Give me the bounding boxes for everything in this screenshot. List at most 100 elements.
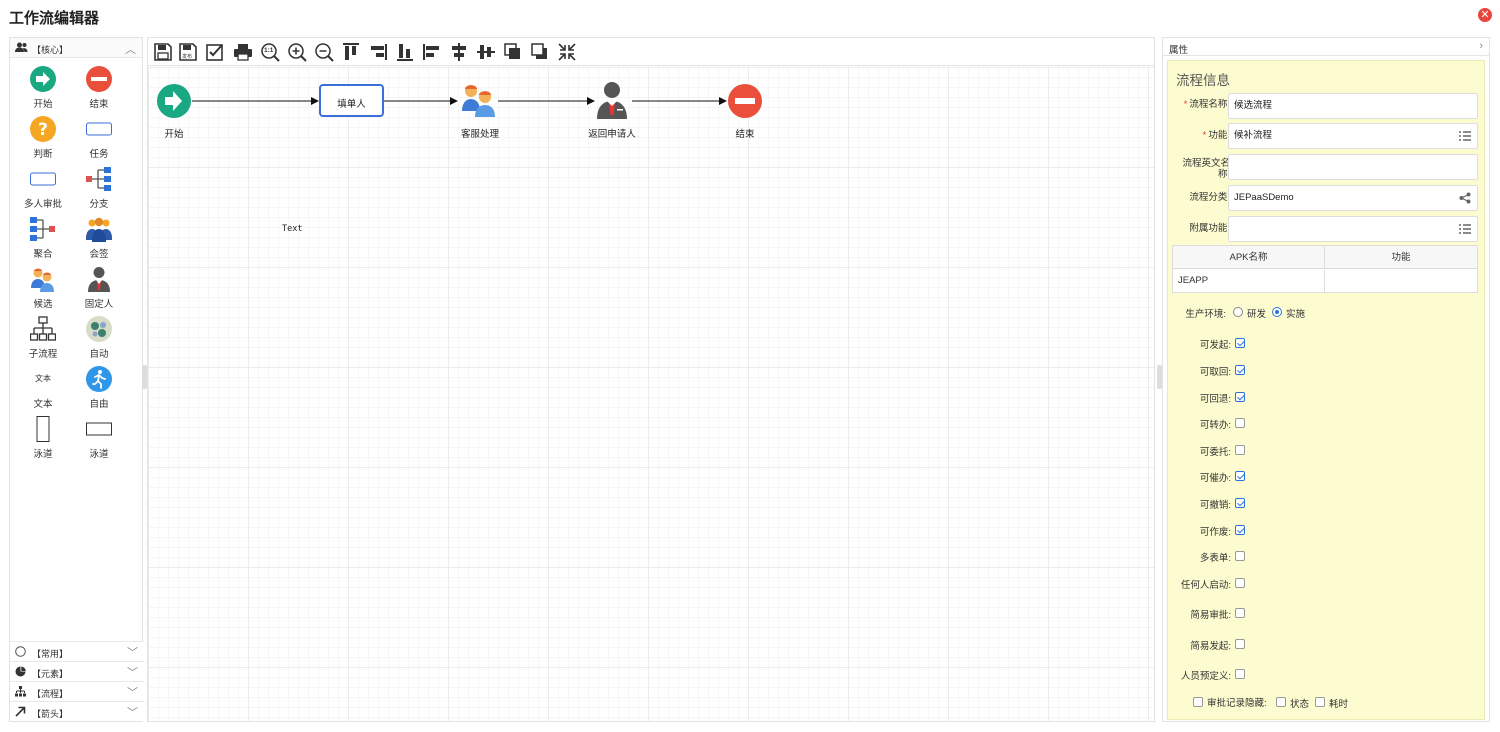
save-icon[interactable] bbox=[153, 42, 173, 62]
hide-record-checkbox[interactable] bbox=[1193, 697, 1203, 707]
check-box[interactable] bbox=[1235, 471, 1245, 481]
apk-cell-name[interactable]: JEAPP bbox=[1173, 270, 1325, 292]
send-back-icon[interactable] bbox=[530, 42, 550, 62]
align-top-icon[interactable] bbox=[341, 42, 361, 62]
chevron-up-icon[interactable]: ︿ bbox=[125, 44, 136, 56]
field-label-en-name: 流程英文名称: bbox=[1182, 158, 1230, 180]
node-return-label: 返回申请人 bbox=[588, 129, 636, 140]
check-box[interactable] bbox=[1235, 551, 1245, 561]
category-input[interactable]: JEPaaSDemo bbox=[1228, 185, 1478, 211]
left-collapse-handle[interactable] bbox=[142, 365, 147, 389]
apk-col-function[interactable]: 功能 bbox=[1325, 246, 1477, 269]
env-radio-dev[interactable] bbox=[1233, 307, 1243, 317]
chevron-down-icon[interactable]: ﹀ bbox=[127, 667, 138, 679]
palette-item-swimlane-vertical[interactable]: 泳道 bbox=[15, 410, 71, 460]
env-option-dev[interactable]: 研发 bbox=[1247, 309, 1267, 320]
node-service[interactable] bbox=[462, 85, 495, 117]
check-edit-icon[interactable] bbox=[205, 42, 225, 62]
palette-item-countersign[interactable]: 会签 bbox=[71, 210, 127, 260]
compress-icon[interactable] bbox=[557, 42, 577, 62]
flow-name-input[interactable]: 候选流程 bbox=[1228, 93, 1478, 119]
close-icon[interactable]: ✕ bbox=[1478, 8, 1492, 22]
palette-item-text[interactable]: 文本 文本 bbox=[15, 360, 71, 410]
check-box[interactable] bbox=[1235, 669, 1245, 679]
check-box[interactable] bbox=[1235, 608, 1245, 618]
palette-item-judge[interactable]: ? 判断 bbox=[15, 110, 71, 160]
env-radio-impl[interactable] bbox=[1272, 307, 1282, 317]
hide-status-checkbox[interactable] bbox=[1276, 697, 1286, 707]
align-center-vertical-icon[interactable] bbox=[476, 42, 496, 62]
check-label: 可委托: bbox=[1199, 447, 1231, 458]
check-box[interactable] bbox=[1235, 578, 1245, 588]
apk-cell-function[interactable] bbox=[1325, 270, 1477, 292]
palette-core-header[interactable]: 【核心】 ︿ bbox=[10, 38, 142, 58]
chevron-right-icon[interactable]: › bbox=[1479, 40, 1483, 52]
palette-group-elements[interactable]: 【元素】 ﹀ bbox=[10, 661, 144, 681]
align-center-horizontal-icon[interactable] bbox=[449, 42, 469, 62]
zoom-actual-button[interactable]: 1:1 bbox=[260, 42, 280, 62]
check-box[interactable] bbox=[1235, 392, 1245, 402]
list-icon[interactable] bbox=[1459, 130, 1471, 142]
share-icon[interactable] bbox=[1459, 192, 1471, 204]
check-box[interactable] bbox=[1235, 338, 1245, 348]
zoom-in-icon[interactable] bbox=[287, 42, 307, 62]
print-icon[interactable] bbox=[233, 42, 253, 62]
en-name-input[interactable] bbox=[1228, 154, 1478, 180]
diagram-grid[interactable]: 填单人 开始 客服处理 返回申请人 结束 Text bbox=[148, 67, 1154, 721]
save-publish-button[interactable]: 发布 bbox=[178, 42, 198, 62]
check-label: 简易审批: bbox=[1190, 610, 1231, 621]
palette-group-common[interactable]: 【常用】 ﹀ bbox=[10, 641, 144, 661]
check-box[interactable] bbox=[1235, 639, 1245, 649]
palette-group-label: 【元素】 bbox=[32, 669, 69, 679]
function-input[interactable]: 候补流程 bbox=[1228, 123, 1478, 149]
right-collapse-handle[interactable] bbox=[1157, 365, 1162, 389]
node-task-fill[interactable] bbox=[319, 84, 384, 117]
palette-item-auto[interactable]: 自动 bbox=[71, 310, 127, 360]
list-icon[interactable] bbox=[1459, 223, 1471, 235]
bring-front-icon[interactable] bbox=[503, 42, 523, 62]
node-start[interactable] bbox=[157, 84, 191, 118]
node-return-applicant[interactable] bbox=[597, 82, 627, 119]
palette-item-merge[interactable]: 聚合 bbox=[15, 210, 71, 260]
check-box[interactable] bbox=[1235, 498, 1245, 508]
zoom-out-icon[interactable] bbox=[314, 42, 334, 62]
free-text-node[interactable]: Text bbox=[282, 224, 303, 234]
pie-chart-icon bbox=[15, 666, 26, 677]
palette-item-task[interactable]: 任务 bbox=[71, 110, 127, 160]
check-box[interactable] bbox=[1235, 418, 1245, 428]
node-end[interactable] bbox=[728, 84, 762, 118]
palette-item-label: 开始 bbox=[33, 99, 53, 110]
palette-item-end[interactable]: 结束 bbox=[71, 60, 127, 110]
palette-core-label: 【核心】 bbox=[32, 45, 69, 55]
hide-duration-checkbox[interactable] bbox=[1315, 697, 1325, 707]
align-bottom-icon[interactable] bbox=[395, 42, 415, 62]
check-box[interactable] bbox=[1235, 445, 1245, 455]
extra-function-input[interactable] bbox=[1228, 216, 1478, 242]
apk-col-name[interactable]: APK名称 bbox=[1173, 246, 1325, 269]
palette-item-branch[interactable]: 分支 bbox=[71, 160, 127, 210]
palette-group-arrows[interactable]: 【箭头】 ﹀ bbox=[10, 701, 144, 721]
palette-group-label: 【箭头】 bbox=[32, 709, 69, 719]
properties-title: 属性 bbox=[1169, 45, 1189, 56]
chevron-down-icon[interactable]: ﹀ bbox=[127, 687, 138, 699]
palette-item-candidate[interactable]: 候选 bbox=[15, 260, 71, 310]
check-box[interactable] bbox=[1235, 365, 1245, 375]
chevron-down-icon[interactable]: ﹀ bbox=[127, 707, 138, 719]
palette-item-label: 泳道 bbox=[89, 449, 109, 460]
palette-item-free[interactable]: 自由 bbox=[71, 360, 127, 410]
palette-item-subprocess[interactable]: 子流程 bbox=[15, 310, 71, 360]
palette-item-start[interactable]: 开始 bbox=[15, 60, 71, 110]
circle-icon bbox=[15, 646, 26, 657]
palette-item-fixed-person[interactable]: 固定人 bbox=[71, 260, 127, 310]
chevron-down-icon[interactable]: ﹀ bbox=[127, 647, 138, 659]
palette-group-process[interactable]: 【流程】 ﹀ bbox=[10, 681, 144, 701]
palette-item-label: 分支 bbox=[89, 199, 109, 210]
align-right-icon[interactable] bbox=[368, 42, 388, 62]
palette-item-swimlane-horizontal[interactable]: 泳道 bbox=[71, 410, 127, 460]
required-mark: * bbox=[1183, 99, 1188, 110]
palette-item-multi-approve[interactable]: 多人审批 bbox=[15, 160, 71, 210]
check-box[interactable] bbox=[1235, 525, 1245, 535]
env-option-impl[interactable]: 实施 bbox=[1286, 309, 1306, 320]
align-left-icon[interactable] bbox=[422, 42, 442, 62]
properties-header[interactable]: 属性 › bbox=[1163, 38, 1489, 56]
